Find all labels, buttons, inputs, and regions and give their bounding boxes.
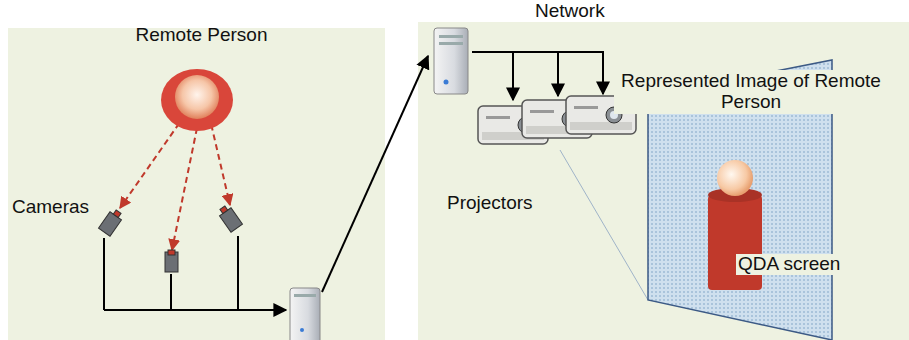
network-server: Network [432, 26, 472, 96]
server-icon [290, 288, 320, 340]
left-panel [8, 28, 385, 340]
node-label: QDA screen [736, 254, 842, 275]
node-label: Network [533, 1, 607, 22]
network-arrow [322, 56, 428, 292]
network-server-shape [432, 26, 472, 96]
node-label: Projectors [445, 193, 535, 214]
part-label: Cameras [12, 196, 89, 218]
projection-lines [560, 97, 648, 300]
right-panel [418, 22, 909, 340]
node-label: Remote Person [125, 25, 278, 46]
camera-wires [104, 236, 286, 310]
connector-arrow [472, 52, 603, 94]
qda-screen: Represented Image of Remote PersonQDA sc… [646, 58, 834, 340]
person-ellipse: Remote Person [125, 25, 278, 135]
view-lines [120, 115, 230, 250]
node-label: Represented Image of Remote Person [614, 70, 888, 114]
camera-icons [99, 206, 243, 272]
splitter-lines [513, 52, 558, 100]
